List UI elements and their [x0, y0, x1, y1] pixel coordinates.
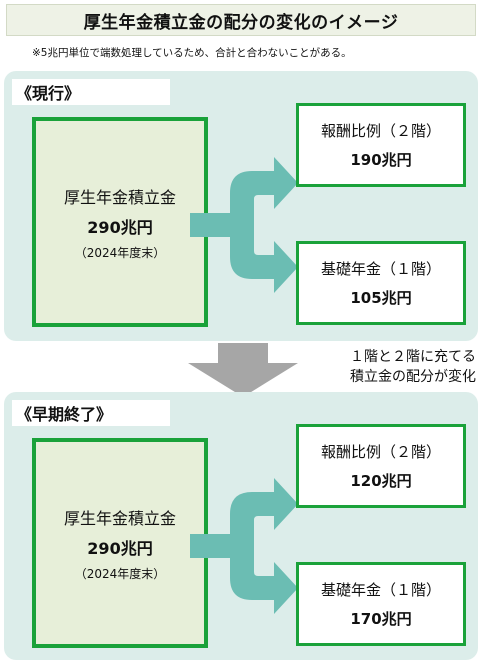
- early-end-scenario-label: 《早期終了》: [12, 400, 170, 426]
- rounding-note: ※5兆円単位で端数処理しているため、合計と合わないことがある。: [32, 47, 352, 59]
- early-end-fund-box: 厚生年金積立金 290兆円 （2024年度末）: [32, 438, 208, 648]
- down-arrow-icon: [188, 343, 298, 397]
- early-end-fund-year: （2024年度末）: [74, 566, 166, 581]
- current-earnings-related-name: 報酬比例（２階）: [320, 122, 441, 140]
- current-fund-box: 厚生年金積立金 290兆円 （2024年度末）: [32, 117, 208, 327]
- allocation-change-note: １階と２階に充てる 積立金の配分が変化: [306, 347, 476, 387]
- early-end-basic-pension-amount: 170兆円: [350, 610, 412, 628]
- change-note-line-2: 積立金の配分が変化: [350, 369, 476, 385]
- early-end-split-arrow-icon: [190, 478, 298, 614]
- early-end-basic-pension-box: 基礎年金（１階） 170兆円: [296, 562, 466, 646]
- change-note-line-1: １階と２階に充てる: [350, 349, 476, 365]
- early-end-scenario-panel: 《早期終了》 厚生年金積立金 290兆円 （2024年度末） 報酬比例（２階） …: [4, 392, 478, 660]
- early-end-earnings-related-name: 報酬比例（２階）: [320, 443, 441, 461]
- current-split-arrow-icon: [190, 157, 298, 293]
- current-fund-year: （2024年度末）: [74, 245, 166, 260]
- current-earnings-related-box: 報酬比例（２階） 190兆円: [296, 103, 466, 187]
- current-fund-amount: 290兆円: [87, 217, 153, 237]
- title-text: 厚生年金積立金の配分の変化のイメージ: [83, 12, 399, 33]
- early-end-earnings-related-amount: 120兆円: [350, 472, 412, 490]
- current-scenario-panel: 《現行》 厚生年金積立金 290兆円 （2024年度末） 報酬比例（２階） 19…: [4, 71, 478, 341]
- current-fund-name: 厚生年金積立金: [63, 187, 176, 207]
- early-end-earnings-related-box: 報酬比例（２階） 120兆円: [296, 424, 466, 508]
- early-end-fund-amount: 290兆円: [87, 538, 153, 558]
- current-basic-pension-amount: 105兆円: [350, 289, 412, 307]
- current-basic-pension-box: 基礎年金（１階） 105兆円: [296, 241, 466, 325]
- early-end-fund-name: 厚生年金積立金: [63, 508, 176, 528]
- early-end-basic-pension-name: 基礎年金（１階）: [320, 581, 441, 599]
- current-earnings-related-amount: 190兆円: [350, 151, 412, 169]
- current-scenario-label: 《現行》: [12, 79, 170, 105]
- diagram-title: 厚生年金積立金の配分の変化のイメージ: [6, 4, 476, 36]
- current-basic-pension-name: 基礎年金（１階）: [320, 260, 441, 278]
